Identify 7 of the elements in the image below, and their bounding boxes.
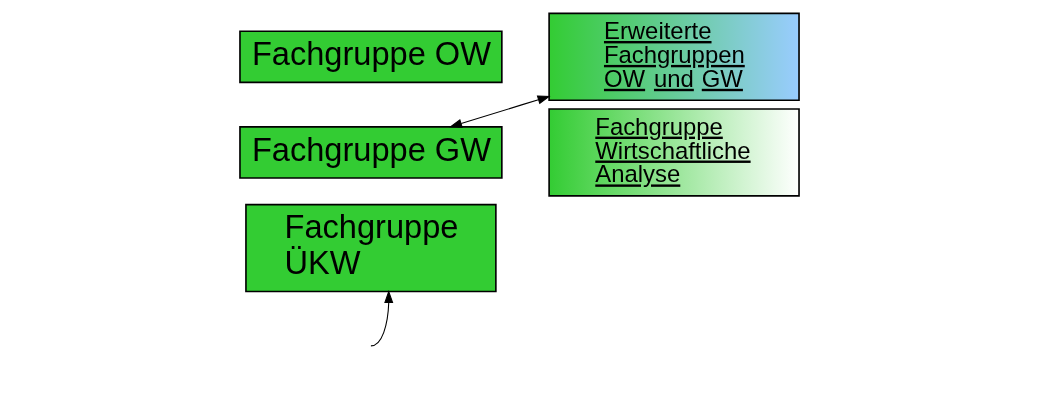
arrow bbox=[370, 289, 394, 346]
node-box: Erweiterte Fachgruppen OW und GW bbox=[548, 12, 800, 101]
node-box: Fachgruppe OW bbox=[239, 29, 503, 83]
node-box: Fachgruppe GW bbox=[239, 125, 503, 179]
node-box: Fachgruppe ÜKW bbox=[245, 203, 497, 292]
arrow bbox=[449, 94, 551, 128]
node-box: Fachgruppe Wirtschaftliche Analyse bbox=[548, 107, 800, 197]
